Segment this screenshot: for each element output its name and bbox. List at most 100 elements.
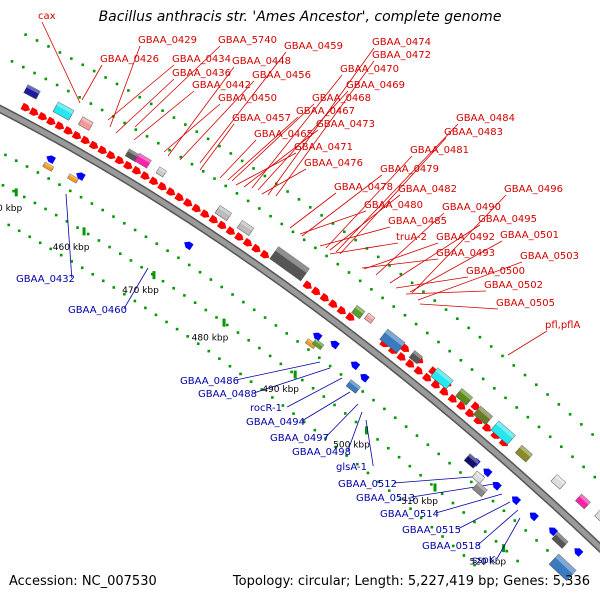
track-dot (535, 539, 538, 542)
track-dot (291, 230, 295, 234)
track-dot (263, 174, 267, 178)
track-dot (215, 316, 218, 319)
track-dot (317, 356, 321, 360)
reverse-gene-block (42, 161, 55, 172)
forward-gene-label: GBAA_0429 (138, 35, 197, 46)
track-dot (33, 201, 37, 205)
track-dot (231, 293, 234, 296)
leader-line (134, 45, 221, 128)
forward-gene-label: cax (38, 11, 56, 22)
gene-block (408, 350, 423, 365)
track-dot (286, 190, 289, 193)
track-dot (301, 378, 304, 382)
forward-gene-arrow (404, 358, 415, 368)
track-dot (252, 308, 256, 312)
leader-line (301, 391, 351, 422)
forward-gene-label: GBAA_0500 (466, 266, 525, 277)
track-dot (58, 183, 61, 186)
track-dot (325, 254, 328, 258)
track-dot (537, 425, 541, 429)
genome-stats-text: Topology: circular; Length: 5,227,419 bp… (232, 574, 590, 589)
track-dot (133, 299, 137, 303)
track-dot (383, 407, 386, 411)
track-dot (86, 232, 90, 236)
leader-line (361, 258, 439, 269)
track-dot (81, 63, 85, 67)
leader-line (411, 194, 507, 294)
track-dot (36, 171, 40, 174)
leader-line (301, 174, 383, 237)
track-dot (22, 65, 25, 69)
track-dot (58, 51, 62, 54)
reverse-gene-label: GBAA_0488 (198, 389, 257, 400)
leader-line (163, 103, 221, 153)
forward-gene-arrow (63, 126, 73, 135)
gene-block (52, 101, 75, 121)
track-dot (526, 415, 530, 419)
track-dot (134, 128, 138, 131)
leader-line (107, 64, 175, 121)
forward-gene-label: GBAA_0468 (312, 93, 371, 104)
track-dot (314, 246, 317, 250)
track-dot (196, 342, 200, 346)
forward-gene-arrow (97, 145, 107, 155)
leader-line (219, 139, 257, 179)
track-dot (381, 296, 384, 300)
leader-line (477, 509, 519, 546)
track-dot (157, 141, 160, 145)
leader-line (81, 64, 103, 101)
track-dot (213, 177, 216, 180)
reverse-gene-block (345, 379, 361, 394)
forward-gene-label: GBAA_0436 (172, 68, 231, 79)
gene-block (351, 305, 366, 319)
track-dot (104, 76, 107, 79)
track-dot (560, 445, 563, 449)
reverse-gene-block (463, 453, 480, 469)
gene-block (575, 493, 591, 510)
reverse-gene-block (472, 481, 488, 498)
map-title: Bacillus anthracis str. 'Ames Ancestor',… (98, 9, 502, 25)
reverse-gene-arrow (549, 527, 559, 537)
leader-line (261, 168, 307, 195)
scale-tick-mark (222, 318, 226, 327)
track-dot (308, 206, 312, 209)
track-dot (92, 69, 96, 73)
forward-gene-arrow (71, 130, 82, 140)
track-dot (377, 480, 380, 484)
leader-line (365, 419, 374, 467)
reverse-gene-arrow (574, 548, 584, 557)
leader-line (133, 90, 195, 141)
track-dot (218, 144, 221, 148)
reverse-gene-label: GBAA_0512 (338, 479, 397, 490)
track-dot (459, 358, 463, 362)
forward-gene-arrow (311, 286, 321, 296)
track-dot (76, 226, 79, 229)
track-dot (177, 256, 180, 260)
scale-tick-label: 500 kbp (333, 440, 370, 450)
forward-gene-arrow (328, 299, 338, 308)
track-dot (281, 404, 285, 407)
scale-tick-mark (152, 271, 156, 280)
reverse-gene-arrow (529, 512, 539, 522)
track-dot (193, 301, 197, 304)
scale-tick-label: 460 kbp (53, 243, 90, 253)
track-dot (404, 425, 408, 428)
track-dot (426, 443, 430, 447)
reverse-gene-block (551, 531, 569, 549)
forward-gene-arrow (191, 203, 201, 213)
forward-gene-label: GBAA_0450 (218, 93, 277, 104)
track-dot (247, 338, 250, 342)
forward-gene-label: truA-2 (396, 232, 427, 243)
track-dot (440, 492, 444, 495)
track-dot (172, 286, 176, 290)
leader-line (393, 475, 485, 484)
scale-tick-label: 470 kbp (122, 286, 159, 296)
track-dot (118, 252, 122, 256)
track-dot (209, 278, 213, 281)
track-dot (228, 364, 232, 368)
leader-line (405, 290, 487, 295)
track-dot (414, 322, 418, 326)
track-dot (582, 465, 585, 469)
track-dot (55, 83, 59, 87)
leader-line (435, 493, 503, 514)
